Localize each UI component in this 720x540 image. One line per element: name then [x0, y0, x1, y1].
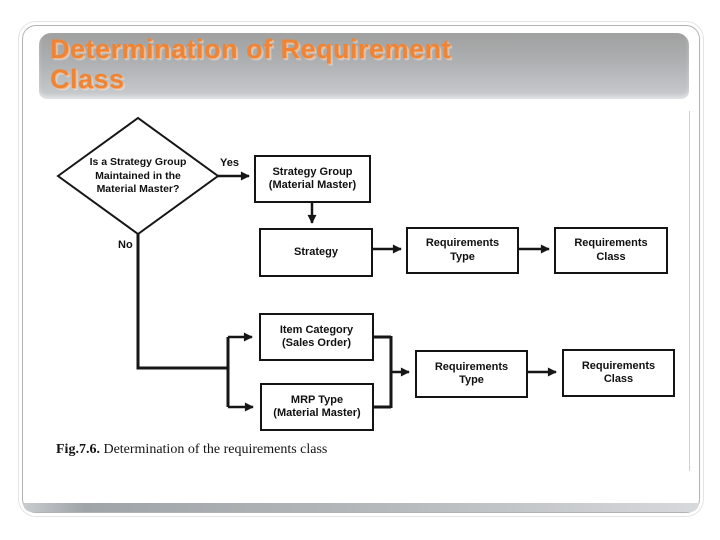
decision-text: Is a Strategy Group Maintained in the Ma… — [76, 156, 200, 197]
decision-line: Maintained in the — [95, 169, 181, 182]
flowchart-box-requirements-type-bottom: Requirements Type — [415, 350, 528, 398]
box-text-line: (Material Master) — [268, 179, 357, 191]
no-label: No — [118, 239, 133, 251]
slide-header: Determination of Requirement Class — [39, 33, 689, 99]
slide-title-line1: Determination of Requirement — [50, 34, 452, 64]
box-text-line: (Material Master) — [273, 407, 361, 419]
box-text-line: Class — [596, 250, 626, 263]
box-text-line: Strategy Group — [272, 165, 353, 178]
box-text-line: Class — [603, 373, 634, 385]
box-text-line: Strategy — [293, 245, 339, 258]
figure-caption: Fig.7.6. Determination of the requiremen… — [56, 442, 327, 458]
edge-no-path — [136, 234, 228, 370]
figure-right-edge — [689, 111, 690, 471]
box-text-line: (Sales Order) — [281, 337, 352, 349]
box-text-line: Item Category — [279, 323, 354, 336]
slide-title-line2: Class — [50, 64, 125, 94]
flowchart-box-requirements-class-top: Requirements Class — [554, 227, 668, 274]
flowchart-box-mrp-type: MRP Type (Material Master) — [260, 383, 374, 431]
flowchart-box-strategy-group: Strategy Group (Material Master) — [254, 155, 371, 203]
flowchart-box-item-category: Item Category (Sales Order) — [259, 313, 374, 361]
flowchart-box-requirements-class-bottom: Requirements Class — [562, 349, 675, 397]
yes-label: Yes — [220, 157, 239, 169]
decision-line: Is a Strategy Group — [89, 156, 187, 168]
box-text-line: Requirements — [434, 360, 509, 373]
box-text-line: Type — [450, 250, 475, 263]
slide: Determination of Requirement Class — [22, 25, 700, 513]
figure-caption-text: Determination of the requirements class — [103, 442, 328, 457]
flowchart-box-strategy: Strategy — [259, 228, 373, 277]
box-text-line: Type — [459, 374, 484, 386]
box-text-line: MRP Type — [290, 393, 344, 406]
box-text-line: Requirements — [581, 359, 656, 372]
box-text-line: Requirements — [574, 237, 648, 249]
flowchart-box-requirements-type-top: Requirements Type — [406, 227, 519, 274]
decision-line: Material Master? — [96, 183, 180, 195]
box-text-line: Requirements — [425, 237, 500, 249]
figure-caption-number: Fig.7.6. — [56, 442, 100, 457]
slide-title: Determination of Requirement Class — [50, 34, 451, 94]
